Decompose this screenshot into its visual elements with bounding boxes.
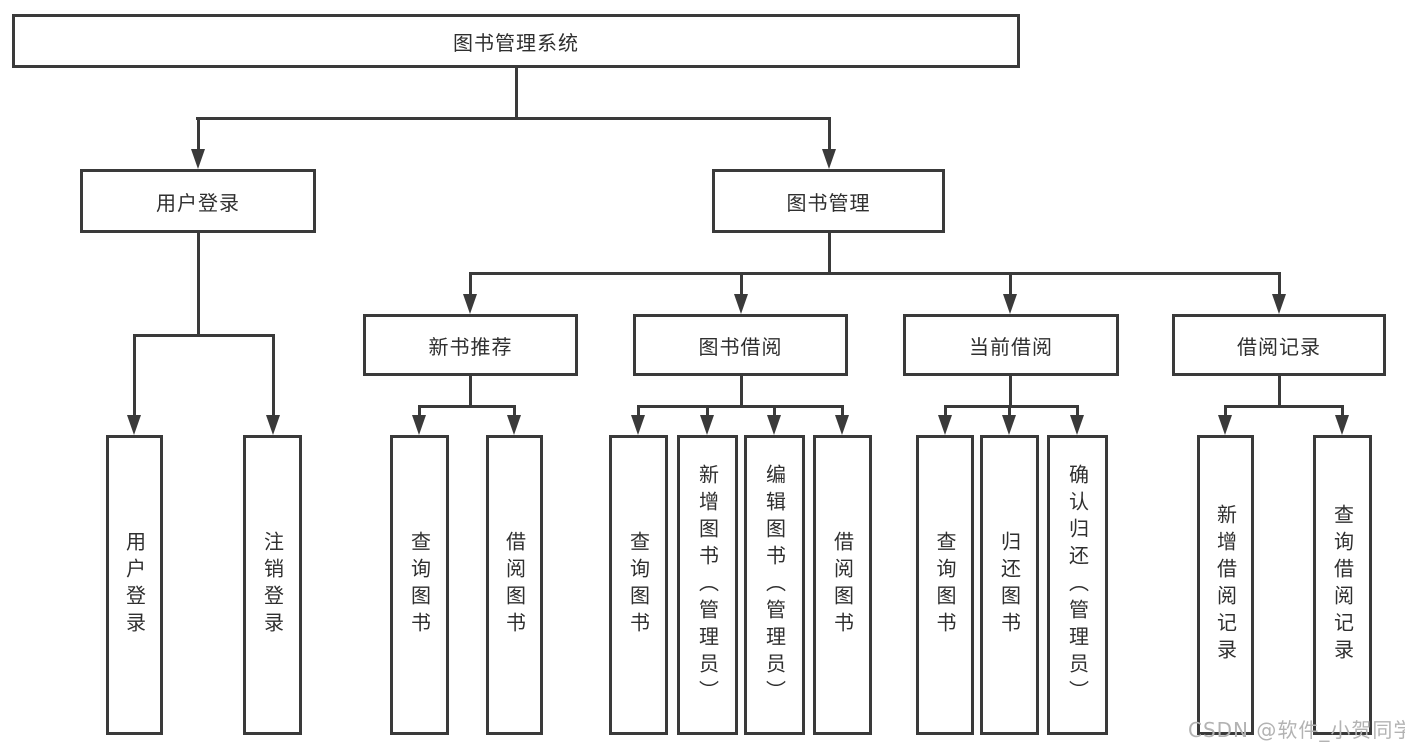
arrow-stem-line [469, 272, 472, 294]
arrow-stem-line [418, 405, 421, 415]
connector-horizontal-line [133, 334, 275, 337]
arrowhead-down-icon [266, 415, 280, 435]
connector-horizontal-line [1224, 405, 1344, 408]
leaf-borrow-book-2: 借阅图书 [813, 435, 872, 735]
arrow-stem-line [1224, 405, 1227, 415]
leaf-user-login-label: 用户登录 [122, 531, 147, 639]
arrowhead-down-icon [1272, 294, 1286, 314]
arrowhead-down-icon [127, 415, 141, 435]
leaf-query-book-2-label: 查询图书 [626, 531, 651, 639]
arrowhead-down-icon [191, 149, 205, 169]
connector-horizontal-line [637, 405, 844, 408]
arrow-stem-line [197, 117, 200, 149]
arrowhead-down-icon [835, 415, 849, 435]
leaf-add-borrow-record: 新增借阅记录 [1197, 435, 1254, 735]
arrow-stem-line [828, 117, 831, 149]
arrowhead-down-icon [1002, 415, 1016, 435]
leaf-borrow-book-2-label: 借阅图书 [830, 531, 855, 639]
leaf-confirm-return-admin-label: 确认归还（管理员） [1065, 463, 1090, 707]
arrowhead-down-icon [507, 415, 521, 435]
connector-vertical-line [515, 68, 518, 120]
leaf-query-borrow-record: 查询借阅记录 [1313, 435, 1372, 735]
leaf-add-book-admin-label: 新增图书（管理员） [695, 463, 720, 707]
arrow-stem-line [1009, 272, 1012, 294]
arrowhead-down-icon [1003, 294, 1017, 314]
leaf-edit-book-admin-label: 编辑图书（管理员） [762, 463, 787, 707]
arrowhead-down-icon [767, 415, 781, 435]
arrow-stem-line [133, 334, 136, 415]
leaf-user-login: 用户登录 [106, 435, 163, 735]
leaf-borrow-book-1: 借阅图书 [486, 435, 543, 735]
arrow-stem-line [773, 405, 776, 415]
arrowhead-down-icon [1070, 415, 1084, 435]
arrowhead-down-icon [734, 294, 748, 314]
arrowhead-down-icon [938, 415, 952, 435]
leaf-borrow-book-1-label: 借阅图书 [502, 531, 527, 639]
node-user-login: 用户登录 [80, 169, 316, 233]
node-new-book-recommend: 新书推荐 [363, 314, 578, 376]
arrow-stem-line [740, 272, 743, 294]
arrow-stem-line [1076, 405, 1079, 415]
arrow-stem-line [1008, 405, 1011, 415]
connector-horizontal-line [944, 405, 1079, 408]
connector-vertical-line [828, 232, 831, 275]
node-borrow-record: 借阅记录 [1172, 314, 1386, 376]
node-library-management-system: 图书管理系统 [12, 14, 1020, 68]
arrowhead-down-icon [463, 294, 477, 314]
leaf-query-book-3: 查询图书 [916, 435, 974, 735]
arrowhead-down-icon [1335, 415, 1349, 435]
leaf-return-book: 归还图书 [980, 435, 1039, 735]
arrow-stem-line [944, 405, 947, 415]
node-current-borrow: 当前借阅 [903, 314, 1119, 376]
connector-vertical-line [1009, 376, 1012, 408]
arrow-stem-line [841, 405, 844, 415]
arrowhead-down-icon [1218, 415, 1232, 435]
arrow-stem-line [637, 405, 640, 415]
leaf-confirm-return-admin: 确认归还（管理员） [1047, 435, 1108, 735]
connector-horizontal-line [469, 272, 1281, 275]
arrow-stem-line [706, 405, 709, 415]
arrow-stem-line [272, 334, 275, 415]
leaf-return-book-label: 归还图书 [997, 531, 1022, 639]
leaf-query-borrow-record-label: 查询借阅记录 [1330, 504, 1355, 666]
arrow-stem-line [1278, 272, 1281, 294]
leaf-query-book-3-label: 查询图书 [933, 531, 957, 639]
leaf-add-book-admin: 新增图书（管理员） [677, 435, 738, 735]
leaf-edit-book-admin: 编辑图书（管理员） [744, 435, 805, 735]
leaf-add-borrow-record-label: 新增借阅记录 [1213, 504, 1238, 666]
connector-horizontal-line [418, 405, 516, 408]
node-book-management: 图书管理 [712, 169, 945, 233]
arrow-stem-line [1341, 405, 1344, 415]
connector-horizontal-line [196, 117, 831, 120]
leaf-query-book-2: 查询图书 [609, 435, 668, 735]
arrow-stem-line [513, 405, 516, 415]
leaf-logout: 注销登录 [243, 435, 302, 735]
arrowhead-down-icon [822, 149, 836, 169]
node-book-borrow: 图书借阅 [633, 314, 848, 376]
connector-vertical-line [197, 232, 200, 337]
connector-vertical-line [740, 376, 743, 408]
leaf-query-book-1-label: 查询图书 [407, 531, 432, 639]
connector-vertical-line [1278, 376, 1281, 408]
arrowhead-down-icon [412, 415, 426, 435]
connector-vertical-line [469, 376, 472, 408]
arrowhead-down-icon [631, 415, 645, 435]
leaf-query-book-1: 查询图书 [390, 435, 449, 735]
watermark: CSDN @软件_小贺同学 [1188, 718, 1405, 742]
leaf-logout-label: 注销登录 [260, 531, 285, 639]
arrowhead-down-icon [700, 415, 714, 435]
